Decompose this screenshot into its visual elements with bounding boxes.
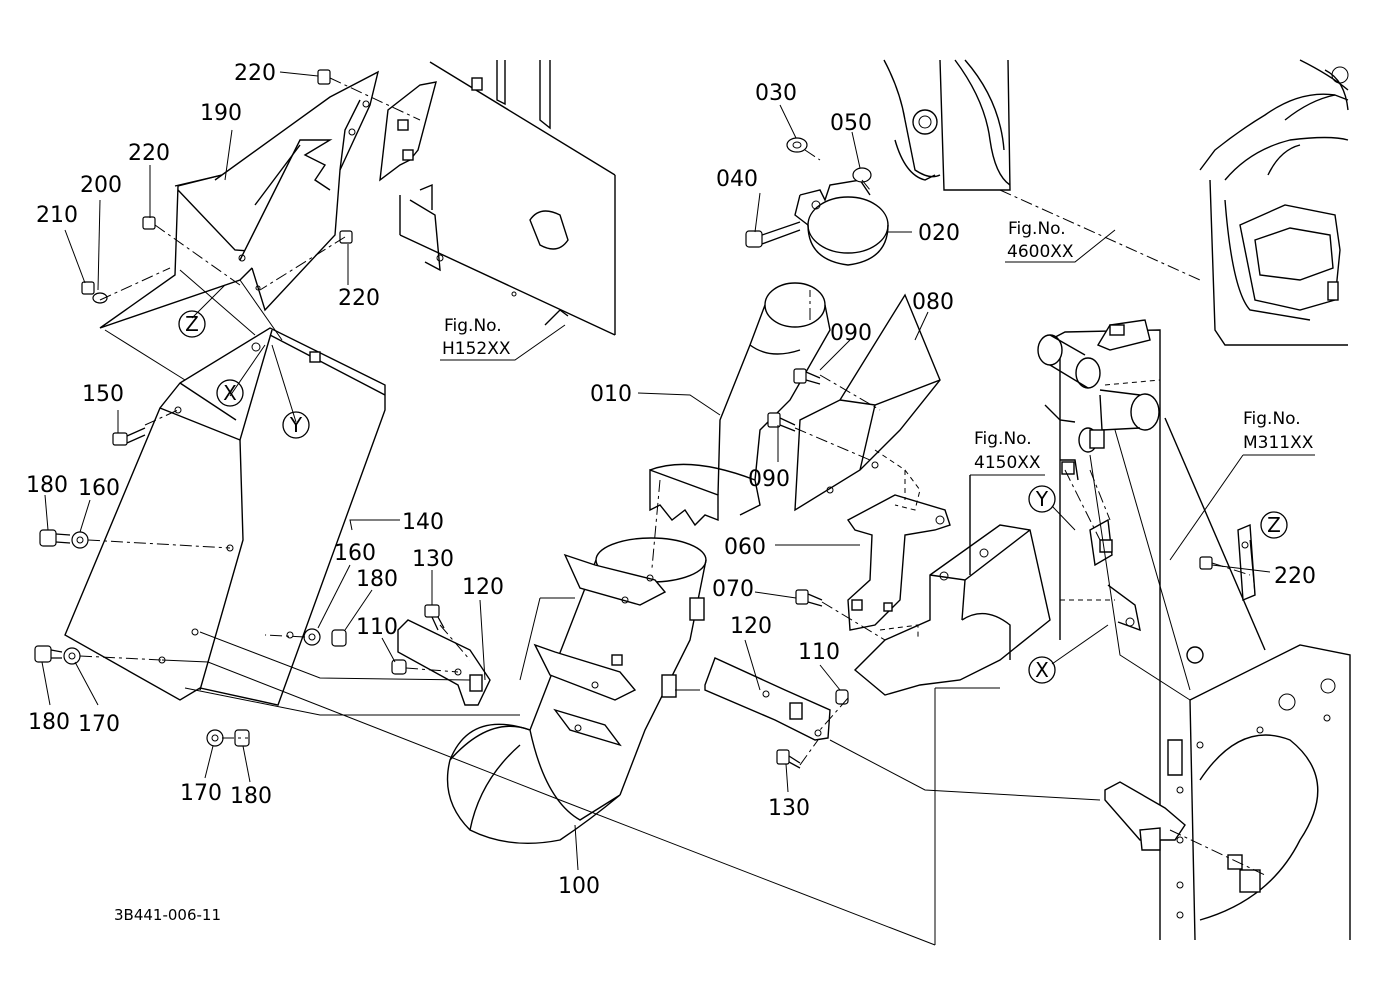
label-190: 190: [200, 101, 242, 126]
label-050: 050: [830, 111, 872, 136]
part-190-chute-deflector: [99, 70, 380, 329]
label-200: 200: [80, 173, 122, 198]
part-060-bracket: [846, 494, 951, 631]
label-180-left: 180: [26, 473, 68, 498]
label-120-left: 120: [462, 575, 504, 600]
label-030: 030: [755, 81, 797, 106]
label-020: 020: [918, 221, 960, 246]
label-180-bottom: 180: [230, 784, 272, 809]
label-180-lowerleft: 180: [28, 710, 70, 735]
callout-circle-y-left: [282, 411, 310, 439]
label-110-right: 110: [798, 640, 840, 665]
callout-circle-x-right: [1028, 656, 1056, 684]
label-220-mid: 220: [338, 286, 380, 311]
callout-circle-x-left: [216, 379, 244, 407]
fig-ref-m311xx-title: Fig.No.: [1243, 409, 1301, 429]
label-080: 080: [912, 290, 954, 315]
label-100: 100: [558, 874, 600, 899]
fig-ref-h152xx-number: H152XX: [442, 339, 511, 359]
label-210: 210: [36, 203, 78, 228]
fig-ref-h152xx-title: Fig.No.: [444, 316, 502, 336]
callout-circle-z-right: [1260, 511, 1288, 539]
label-070: 070: [712, 577, 754, 602]
label-090-lower: 090: [748, 467, 790, 492]
engine-housing-drawing: [883, 59, 1349, 346]
label-220-top: 220: [234, 61, 276, 86]
label-040: 040: [716, 167, 758, 192]
side-frame-M311XX: [1037, 319, 1351, 941]
label-010: 010: [590, 382, 632, 407]
label-150: 150: [82, 382, 124, 407]
label-110-left: 110: [356, 615, 398, 640]
label-220-right: 220: [1274, 564, 1316, 589]
callout-z-left: Z: [185, 312, 199, 336]
label-160-left: 160: [78, 476, 120, 501]
frame-bracket-4150XX: [853, 475, 1051, 696]
assembly-lines: [79, 77, 1266, 946]
hidden-outlines: [874, 379, 1161, 640]
callout-circle-y-right: [1028, 485, 1056, 513]
part-020-clamp: [794, 179, 889, 266]
callout-circles: Z X Y Y X Z: [178, 310, 1288, 684]
frame-top-drawing: [379, 60, 616, 336]
fig-ref-4150xx-title: Fig.No.: [974, 429, 1032, 449]
label-170-lowerleft: 170: [78, 712, 120, 737]
part-120-brackets: [397, 619, 831, 741]
label-120-right: 120: [730, 614, 772, 639]
callout-y-left: Y: [289, 413, 303, 437]
label-160-mid: 160: [334, 541, 376, 566]
label-220-left: 220: [128, 141, 170, 166]
part-100-lower-chute: [446, 537, 707, 844]
callout-x-right: X: [1035, 658, 1049, 682]
fig-ref-4600xx-number: 4600XX: [1007, 242, 1074, 262]
label-180-mid: 180: [356, 567, 398, 592]
part-number-labels: 220 190 220 200 210 220 030 050 040 020 …: [26, 61, 1316, 899]
label-leaders: [41, 71, 1315, 871]
fasteners: [34, 69, 1213, 769]
label-140: 140: [402, 510, 444, 535]
label-130-upper: 130: [412, 547, 454, 572]
label-170-bottom: 170: [180, 781, 222, 806]
label-130-lower: 130: [768, 796, 810, 821]
figure-references: Fig.No. H152XX Fig.No. 4600XX Fig.No. 41…: [442, 219, 1314, 473]
callout-y-right: Y: [1035, 487, 1049, 511]
part-140-main-chute: [64, 327, 386, 706]
callout-z-right: Z: [1267, 513, 1281, 537]
fig-ref-4600xx-title: Fig.No.: [1008, 219, 1066, 239]
fig-ref-4150xx-number: 4150XX: [974, 453, 1041, 473]
drawing-code: 3B441-006-11: [114, 906, 221, 924]
callout-circle-z-left: [178, 310, 206, 338]
label-090-upper: 090: [830, 321, 872, 346]
callout-x-left: X: [223, 381, 237, 405]
fig-ref-m311xx-number: M311XX: [1243, 433, 1314, 453]
label-060: 060: [724, 535, 766, 560]
